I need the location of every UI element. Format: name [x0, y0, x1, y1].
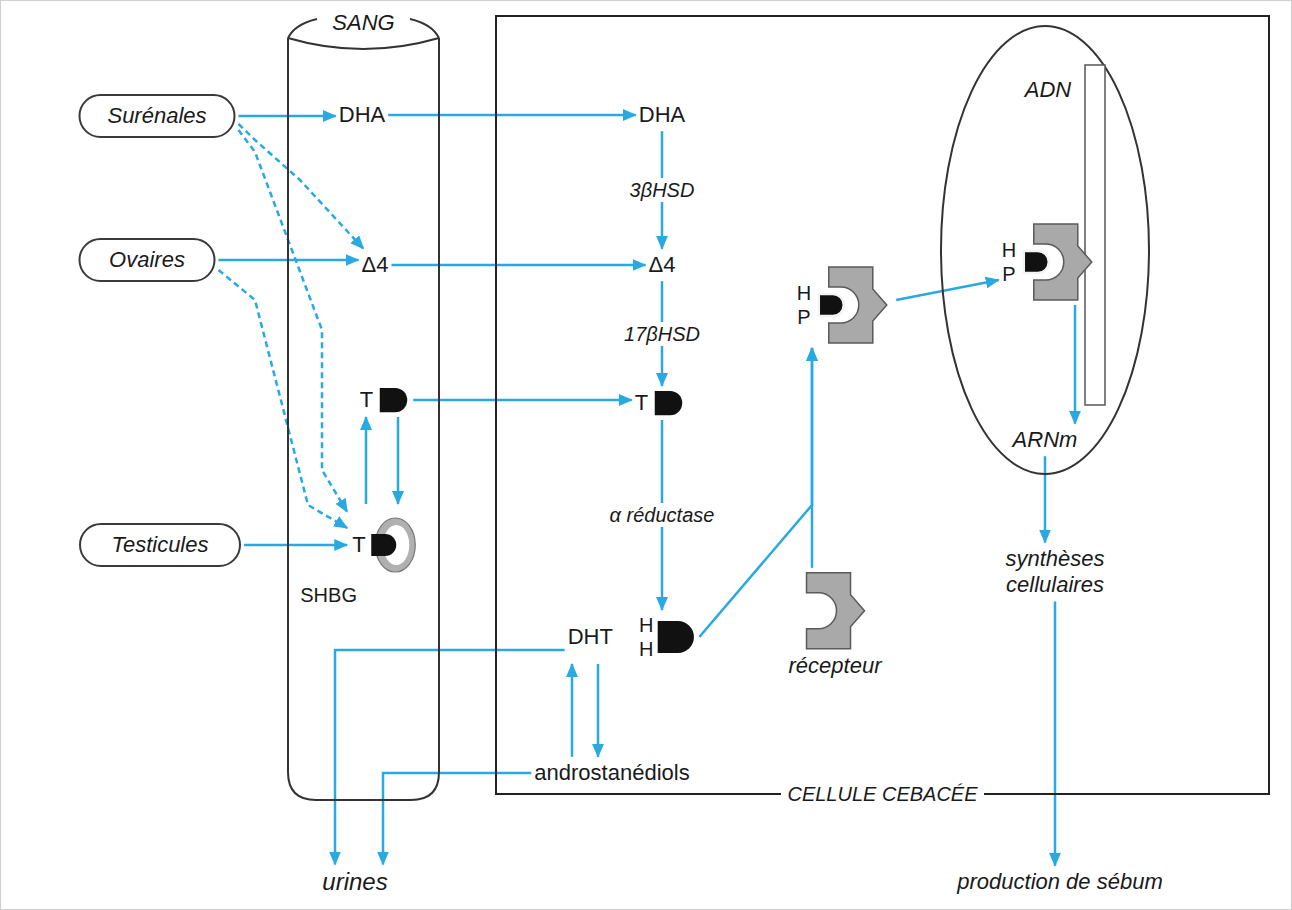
organ-name: Ovaires — [109, 247, 185, 273]
mrna-label: ARNm — [1013, 427, 1078, 453]
output-label: production de sébum — [957, 869, 1162, 895]
flow-arrow — [244, 544, 347, 547]
node-text: Δ4 — [362, 252, 389, 278]
hormone-symbol — [819, 294, 844, 316]
flow-arrow — [896, 280, 999, 300]
hormone-symbol — [380, 388, 407, 412]
receptor-label: récepteur — [789, 653, 882, 679]
complex-labels: HP — [1002, 238, 1016, 286]
node-text: DHA — [339, 102, 385, 128]
flow-arrow — [597, 664, 600, 757]
hormone-symbol — [656, 619, 696, 655]
bound-testosterone: TSHBG — [350, 507, 419, 583]
receptor: récepteur — [789, 571, 882, 679]
dht-molecule: DHT HH — [568, 613, 697, 661]
dashed-arrow — [219, 270, 348, 528]
flow-arrow — [388, 114, 636, 117]
node-text: urines — [322, 868, 387, 897]
hormone-label: T — [352, 532, 365, 558]
free-testosterone: T — [360, 386, 410, 414]
output-label: urines — [322, 868, 387, 897]
node-text: Δ4 — [649, 252, 676, 278]
dashed-arrow — [239, 124, 364, 249]
hormone-label: T — [635, 390, 648, 416]
hormone-symbol — [1024, 251, 1049, 273]
hormone-symbol — [378, 386, 410, 414]
hormone-label: DHT — [568, 624, 613, 650]
metabolite-label: androstanédiols — [534, 760, 689, 786]
enzyme-label: α réductase — [607, 503, 718, 527]
nucleus: ADN HP ARNm — [940, 25, 1150, 475]
atom-label: H — [639, 613, 653, 637]
hormone-symbol — [655, 391, 682, 415]
hydrogen-labels: HH — [639, 613, 653, 661]
node-text: production de sébum — [957, 869, 1162, 895]
hormone-symbol — [653, 389, 685, 417]
complex-labels: HP — [797, 281, 811, 329]
flow-arrow — [391, 264, 645, 267]
enzyme-label: 3βHSD — [627, 178, 698, 202]
atom-label: P — [1002, 262, 1015, 286]
receptor-complex-symbol — [1018, 222, 1098, 302]
enzyme-label: 17βHSD — [621, 322, 703, 346]
flow-arrow — [699, 348, 812, 637]
hormone-receptor-complex: HP — [797, 265, 893, 345]
atom-label: H — [1002, 238, 1016, 262]
flow-arrow — [365, 417, 368, 504]
organ-name: Surénales — [107, 103, 206, 129]
sebaceous-cell: CELLULE CEBACÉEDHAΔ4TDHTHHandrostanédiol… — [495, 15, 1270, 795]
flow-arrow — [413, 399, 632, 402]
blood-vessel: SANGDHAΔ4TTSHBG — [287, 8, 440, 800]
dna-label: ADN — [1025, 77, 1071, 103]
flow-arrow — [397, 417, 400, 504]
shbg-protein — [368, 515, 418, 575]
atom-label: P — [797, 305, 810, 329]
hormone-label: T — [360, 387, 373, 413]
hormone-symbol — [372, 534, 397, 556]
dna-strand — [1085, 65, 1105, 405]
hormone-label: Δ4 — [649, 252, 676, 278]
flow-arrow — [1044, 456, 1047, 542]
atom-label: H — [639, 637, 653, 661]
flow-arrow — [383, 773, 531, 865]
hormone-label: DHA — [339, 102, 385, 128]
flow-arrow — [335, 650, 565, 865]
hormone-symbol — [657, 621, 693, 653]
protein-label: SHBG — [300, 583, 357, 607]
atom-label: H — [797, 281, 811, 305]
organ-box: Testicules — [79, 523, 241, 567]
receptor-symbol — [807, 573, 865, 649]
flow-arrow — [1074, 305, 1077, 424]
dna-bound-complex: HP — [1002, 222, 1098, 302]
organ-box: Ovaires — [79, 238, 216, 282]
cell-label: CELLULE CEBACÉE — [781, 782, 983, 806]
flow-arrow — [811, 348, 814, 568]
process-label: synthèses cellulaires — [990, 546, 1120, 599]
dashed-arrow — [239, 130, 348, 512]
organ-box: Surénales — [79, 94, 236, 138]
receptor-complex-symbol — [813, 265, 893, 345]
testosterone: T — [635, 389, 685, 417]
node-text: synthèses cellulaires — [990, 546, 1120, 599]
receptor-symbol — [799, 571, 871, 653]
node-text: androstanédiols — [534, 760, 689, 786]
organ-name: Testicules — [111, 532, 208, 558]
flow-arrow — [571, 664, 574, 757]
hormone-label: Δ4 — [362, 252, 389, 278]
hormone-label: DHA — [639, 102, 685, 128]
node-text: DHA — [639, 102, 685, 128]
flow-arrow — [1054, 601, 1057, 865]
node-text: ARNm — [1013, 427, 1078, 453]
vessel-label: SANG — [332, 10, 394, 36]
